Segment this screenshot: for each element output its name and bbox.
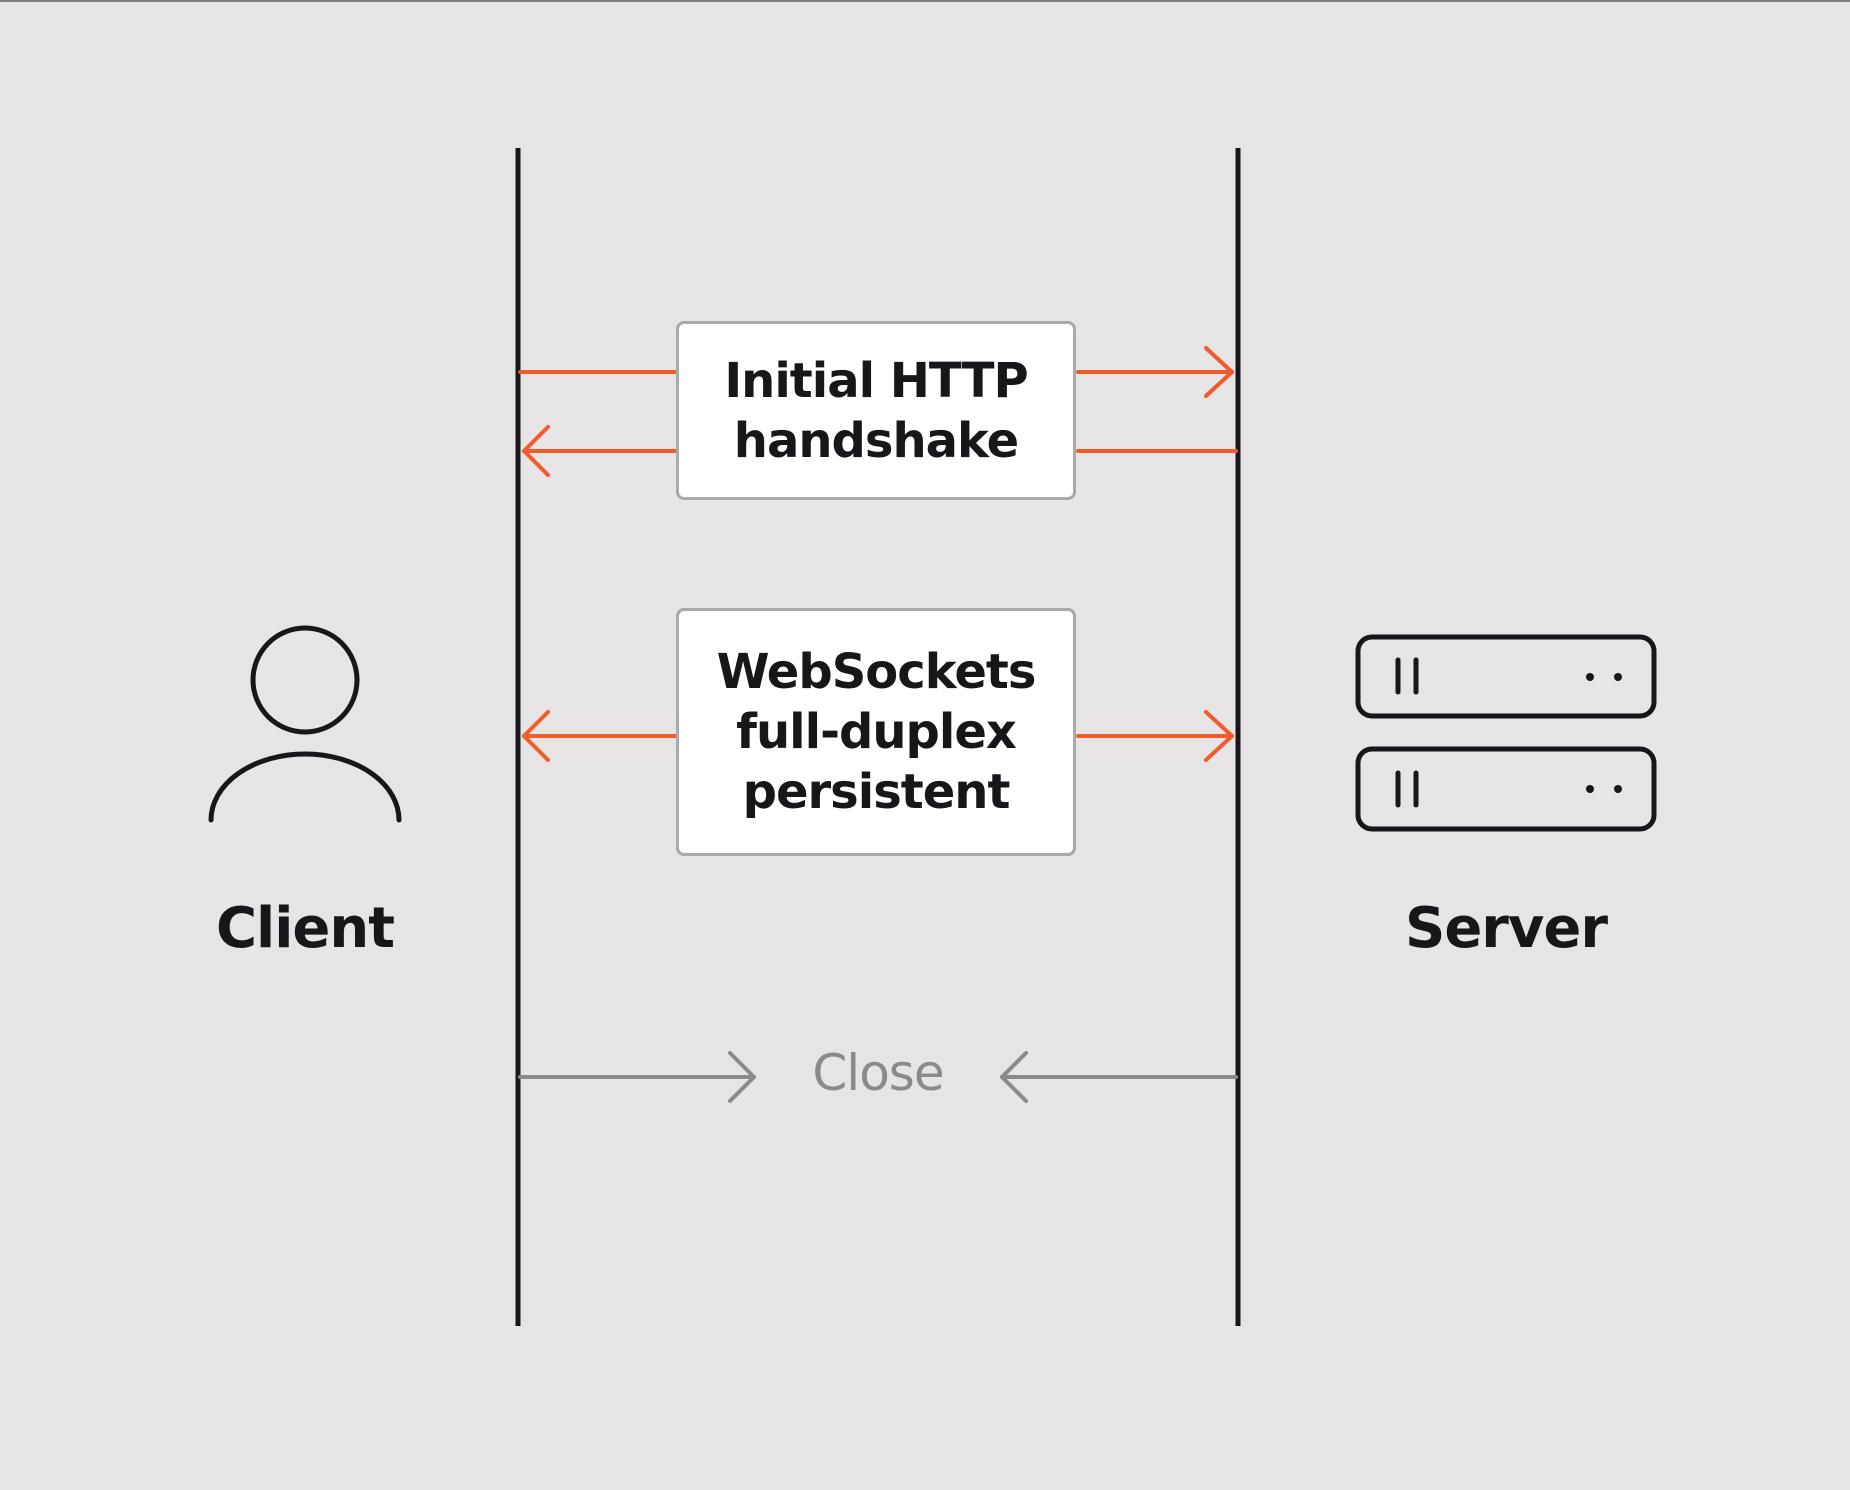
- close-from-client-arrow: [518, 1051, 756, 1103]
- websocket-text: WebSockets full-duplex persistent: [716, 642, 1037, 822]
- handshake-line-2: handshake: [733, 412, 1019, 469]
- top-border: [0, 0, 1850, 2]
- websocket-to-client-arrow: [522, 710, 678, 762]
- server-icon: [1355, 634, 1657, 832]
- handshake-line-1: Initial HTTP: [724, 352, 1028, 409]
- client-label: Client: [215, 896, 395, 961]
- server-label: Server: [1404, 896, 1608, 961]
- close-label: Close: [812, 1044, 944, 1102]
- handshake-box: Initial HTTP handshake: [676, 321, 1076, 500]
- user-icon: [208, 625, 402, 823]
- websocket-line-2: full-duplex: [736, 704, 1017, 760]
- server-unit-top: [1355, 634, 1657, 719]
- close-from-server-arrow: [1000, 1051, 1238, 1103]
- server-unit-bottom: [1355, 746, 1657, 832]
- handshake-request-arrow: [518, 346, 1234, 398]
- handshake-response-arrow: [522, 425, 1238, 477]
- websocket-line-1: WebSockets: [716, 644, 1037, 700]
- websocket-line-3: persistent: [742, 764, 1011, 820]
- websocket-to-server-arrow: [1076, 710, 1234, 762]
- handshake-text: Initial HTTP handshake: [724, 351, 1028, 471]
- websocket-box: WebSockets full-duplex persistent: [676, 608, 1076, 856]
